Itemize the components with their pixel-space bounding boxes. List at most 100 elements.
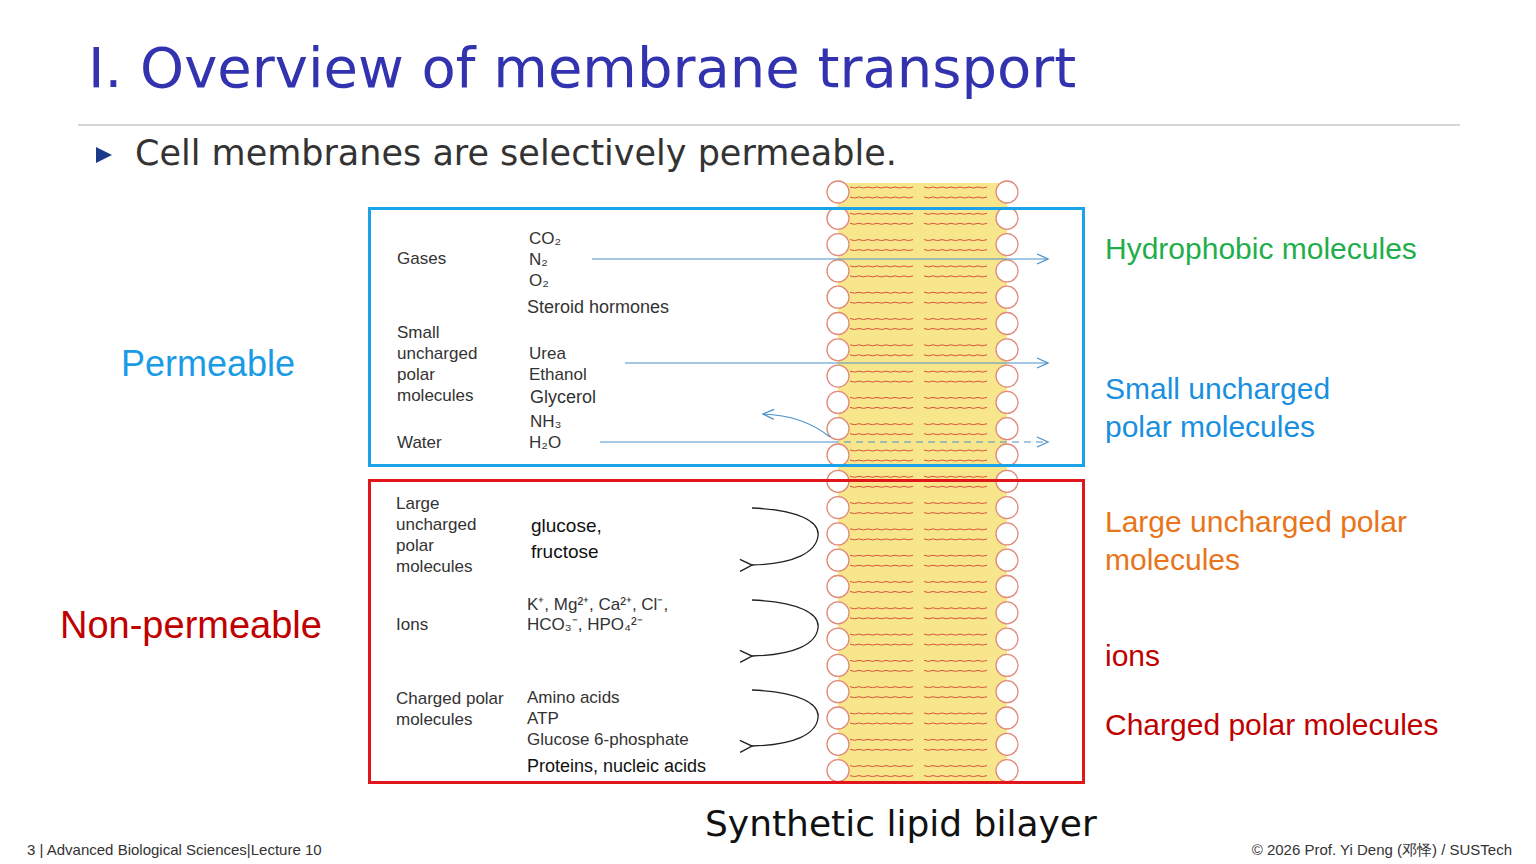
lipid-tail	[924, 407, 987, 408]
lipid-head	[827, 365, 849, 387]
lipid-head	[827, 181, 849, 203]
lipid-tail	[924, 381, 987, 382]
molecule-name: CO₂	[529, 229, 561, 249]
lipid-head	[827, 418, 849, 440]
lipid-tail	[850, 266, 913, 267]
molecule-name: Ethanol	[529, 365, 587, 385]
lipid-tail	[850, 460, 913, 461]
group-label: Non-permeable	[60, 604, 322, 648]
lipid-head	[996, 497, 1018, 519]
molecule-name: Proteins, nucleic acids	[527, 756, 706, 777]
lipid-head	[996, 602, 1018, 624]
lipid-tail	[850, 565, 913, 566]
lipid-tail	[924, 723, 987, 724]
lipid-head	[996, 313, 1018, 335]
lipid-head	[996, 181, 1018, 203]
bullet-text: Cell membranes are selectively permeable…	[135, 133, 897, 173]
lipid-tail	[924, 608, 987, 609]
lipid-tail	[924, 713, 987, 714]
lipid-tail	[850, 713, 913, 714]
lipid-tail	[924, 529, 987, 530]
lipid-head	[827, 444, 849, 466]
class-label: Large uncharged polar molecules	[1105, 503, 1505, 579]
bounce-arrow	[752, 690, 818, 746]
lipid-tail	[850, 250, 913, 251]
lipid-tail	[924, 476, 987, 477]
lipid-tail	[924, 660, 987, 661]
molecule-name: Steroid hormones	[527, 297, 669, 318]
lipid-head	[996, 628, 1018, 650]
lipid-head	[996, 549, 1018, 571]
lipid-tail	[924, 582, 987, 583]
permeability-group-box: Permeable	[368, 207, 1085, 467]
lipid-tail	[850, 187, 913, 188]
lipid-tail	[924, 670, 987, 671]
lipid-head	[827, 707, 849, 729]
lipid-head	[996, 576, 1018, 598]
lipid-tail	[924, 776, 987, 777]
lipid-head	[996, 654, 1018, 676]
bounce-arrow	[752, 508, 818, 565]
lipid-tail	[850, 529, 913, 530]
lipid-head	[996, 391, 1018, 413]
lipid-tail	[924, 276, 987, 277]
slide-title: I. Overview of membrane transport	[88, 36, 1076, 100]
title-rule	[78, 124, 1460, 126]
molecule-name: K⁺, Mg²⁺, Ca²⁺, Cl⁻, HCO₃⁻, HPO₄²⁻	[527, 595, 677, 635]
lipid-tail	[850, 739, 913, 740]
bullet-mark	[96, 147, 112, 163]
lipid-head	[827, 497, 849, 519]
class-label: Hydrophobic molecules	[1105, 232, 1417, 267]
lipid-tail	[924, 329, 987, 330]
lipid-tail	[850, 582, 913, 583]
lipid-tail	[850, 687, 913, 688]
molecule-name: NH₃	[530, 412, 561, 432]
class-label: Small uncharged polar molecules	[1105, 370, 1405, 446]
lipid-head	[827, 391, 849, 413]
lipid-tail	[850, 407, 913, 408]
lipid-head	[996, 234, 1018, 256]
lipid-tail	[924, 345, 987, 346]
lipid-tail	[924, 592, 987, 593]
lipid-tail	[850, 292, 913, 293]
figure-caption: Synthetic lipid bilayer	[705, 803, 1097, 844]
footer-text: © 2026 Prof. Yi Deng (邓怿) / SUSTech	[1162, 841, 1512, 858]
lipid-tail	[924, 240, 987, 241]
lipid-tail	[850, 223, 913, 224]
permeation-arrow	[625, 362, 1048, 363]
lipid-tail	[850, 539, 913, 540]
class-label: Charged polar molecules	[1105, 708, 1439, 743]
lipid-head	[996, 207, 1018, 229]
lipid-tail	[850, 608, 913, 609]
lipid-tail	[850, 670, 913, 671]
bounce-arrow	[752, 600, 818, 656]
lipid-tail	[850, 450, 913, 451]
lipid-tail	[924, 513, 987, 514]
lipid-tail	[850, 697, 913, 698]
lipid-tail	[924, 371, 987, 372]
lipid-tail	[850, 319, 913, 320]
lipid-tail	[850, 345, 913, 346]
lipid-tail	[850, 555, 913, 556]
lipid-tail	[924, 555, 987, 556]
lipid-head	[827, 733, 849, 755]
lipid-tail	[924, 213, 987, 214]
molecule-name: N₂	[529, 250, 548, 270]
lipid-tail	[850, 503, 913, 504]
lipid-head	[996, 707, 1018, 729]
molecule-name: H₂O	[529, 433, 561, 453]
lipid-tail	[850, 749, 913, 750]
lipid-head	[996, 681, 1018, 703]
lipid-head	[827, 576, 849, 598]
molecule-name: Glucose 6-phosphate	[527, 730, 689, 750]
category-label: Large uncharged polar molecules	[396, 493, 508, 577]
category-label: Water	[397, 433, 442, 453]
lipid-tail	[924, 292, 987, 293]
lipid-tail	[850, 434, 913, 435]
lipid-tail	[924, 397, 987, 398]
lipid-head	[827, 523, 849, 545]
lipid-tail	[924, 539, 987, 540]
lipid-tail	[924, 250, 987, 251]
lipid-tail	[924, 766, 987, 767]
